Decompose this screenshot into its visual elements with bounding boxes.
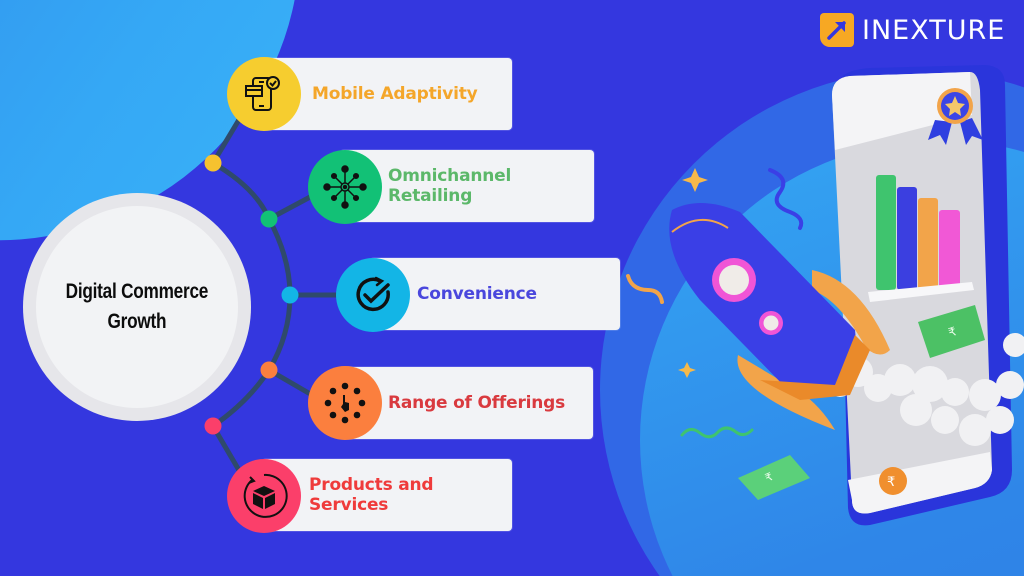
card-range-of-offerings: Range of Offerings (340, 367, 593, 439)
card-omnichannel-retailing: Omnichannel Retailing (340, 150, 594, 222)
refresh-check-icon (336, 258, 410, 332)
card-convenience: Convenience (370, 258, 620, 330)
card-products-and-services: Products and Services (262, 459, 512, 531)
card-label: Convenience (417, 284, 537, 304)
tap-dots-icon (308, 366, 382, 440)
card-mobile-adaptivity: Mobile Adaptivity (262, 58, 512, 130)
node-dot-products-services (204, 417, 222, 435)
brand-logo: INEXTURE (820, 13, 1005, 47)
brand-name: INEXTURE (862, 14, 1006, 46)
center-hub: Digital Commerce Growth (23, 193, 251, 421)
card-label: Products and Services (309, 475, 434, 515)
mobile-payment-check-icon (227, 57, 301, 131)
box-cycle-icon (227, 459, 301, 533)
card-label: Mobile Adaptivity (312, 84, 478, 104)
network-hub-icon (308, 150, 382, 224)
node-dot-range-offerings (260, 361, 278, 379)
svg-text:₹: ₹ (887, 475, 895, 490)
card-label: Omnichannel Retailing (388, 166, 512, 206)
node-dot-mobile-adaptivity (204, 154, 222, 172)
arrow-up-right-icon (820, 13, 854, 47)
title-line-1: Digital Commerce (65, 280, 209, 303)
card-label: Range of Offerings (388, 393, 566, 413)
svg-text:₹: ₹ (947, 324, 959, 340)
rocket-phone-illustration: ₹ ₹ ₹ (600, 60, 1024, 576)
title-line-2: Growth (107, 310, 167, 333)
award-badge-icon (928, 88, 983, 145)
svg-text:₹: ₹ (763, 470, 774, 485)
node-dot-convenience (281, 286, 299, 304)
diagram-title: Digital Commerce Growth (65, 277, 209, 337)
node-dot-omnichannel (260, 210, 278, 228)
